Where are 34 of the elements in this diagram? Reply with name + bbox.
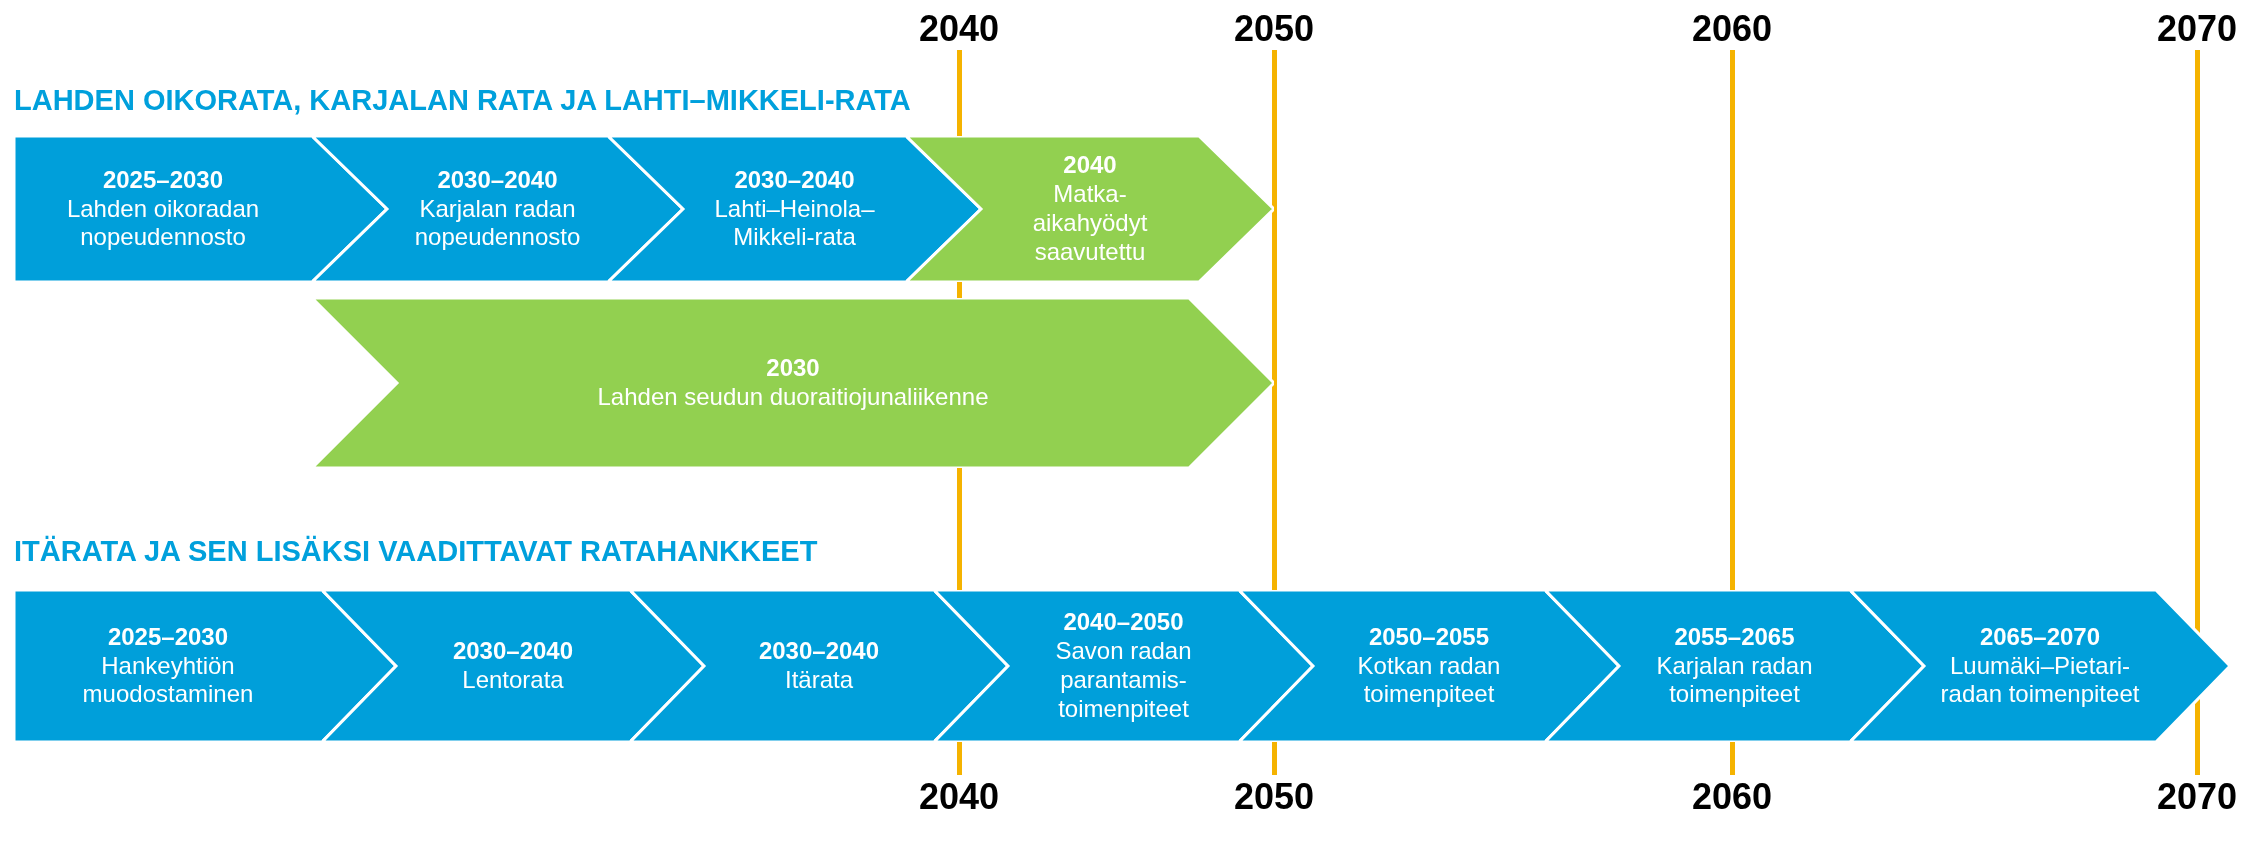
year-range: 2040–2050 <box>1063 608 1184 638</box>
year-label: 2050 <box>1233 8 1315 50</box>
project-name: Karjalan radan toimenpiteet <box>1655 651 1814 710</box>
year-range: 2030–2040 <box>452 637 574 666</box>
project-name: Lentorata <box>462 666 564 695</box>
project-name: Itärata <box>784 666 853 695</box>
project-name: Hankeyhtiön muodostaminen <box>81 651 255 710</box>
project-name: Lahti–Heinola–Mikkeli-rata <box>713 194 876 253</box>
year-label: 2040 <box>918 776 1000 818</box>
year-label: 2060 <box>1691 8 1773 50</box>
year-range: 2030–2040 <box>734 165 855 195</box>
year-range: 2030–2040 <box>758 637 880 666</box>
year-label: 2040 <box>918 8 1000 50</box>
year-range: 2050–2055 <box>1368 622 1490 652</box>
project-name: Lahden oikoradan nopeudennosto <box>65 194 261 253</box>
year-label: 2070 <box>2156 8 2238 50</box>
project-name: Kotkan radan toimenpiteet <box>1356 651 1502 710</box>
year-label: 2060 <box>1691 776 1773 818</box>
year-range: 2030 <box>766 354 820 383</box>
year-label: 2070 <box>2156 776 2238 818</box>
year-label: 2050 <box>1233 776 1315 818</box>
project-name: Karjalan radan nopeudennosto <box>413 194 582 253</box>
section-heading: ITÄRATA JA SEN LISÄKSI VAADITTAVAT RATAHANKKEET <box>14 534 818 568</box>
year-range: 2040 <box>1063 151 1117 181</box>
year-range: 2030–2040 <box>437 165 558 195</box>
year-range: 2065–2070 <box>1979 622 2101 652</box>
project-name: Matka-aikahyödyt saavutettu <box>1031 180 1149 267</box>
section-heading: LAHDEN OIKORATA, KARJALAN RATA JA LAHTI–MIKKELI-RATA <box>14 83 911 117</box>
year-range: 2025–2030 <box>102 165 224 195</box>
year-range: 2055–2065 <box>1674 622 1795 652</box>
project-name: Lahden seudun duoraitiojunaliikenne <box>597 383 989 412</box>
project-name: Luumäki–Pietari-radan toimenpiteet <box>1940 651 2140 710</box>
project-name: Savon radan parantamis-toimenpiteet <box>1054 637 1193 724</box>
year-range: 2025–2030 <box>107 622 229 652</box>
